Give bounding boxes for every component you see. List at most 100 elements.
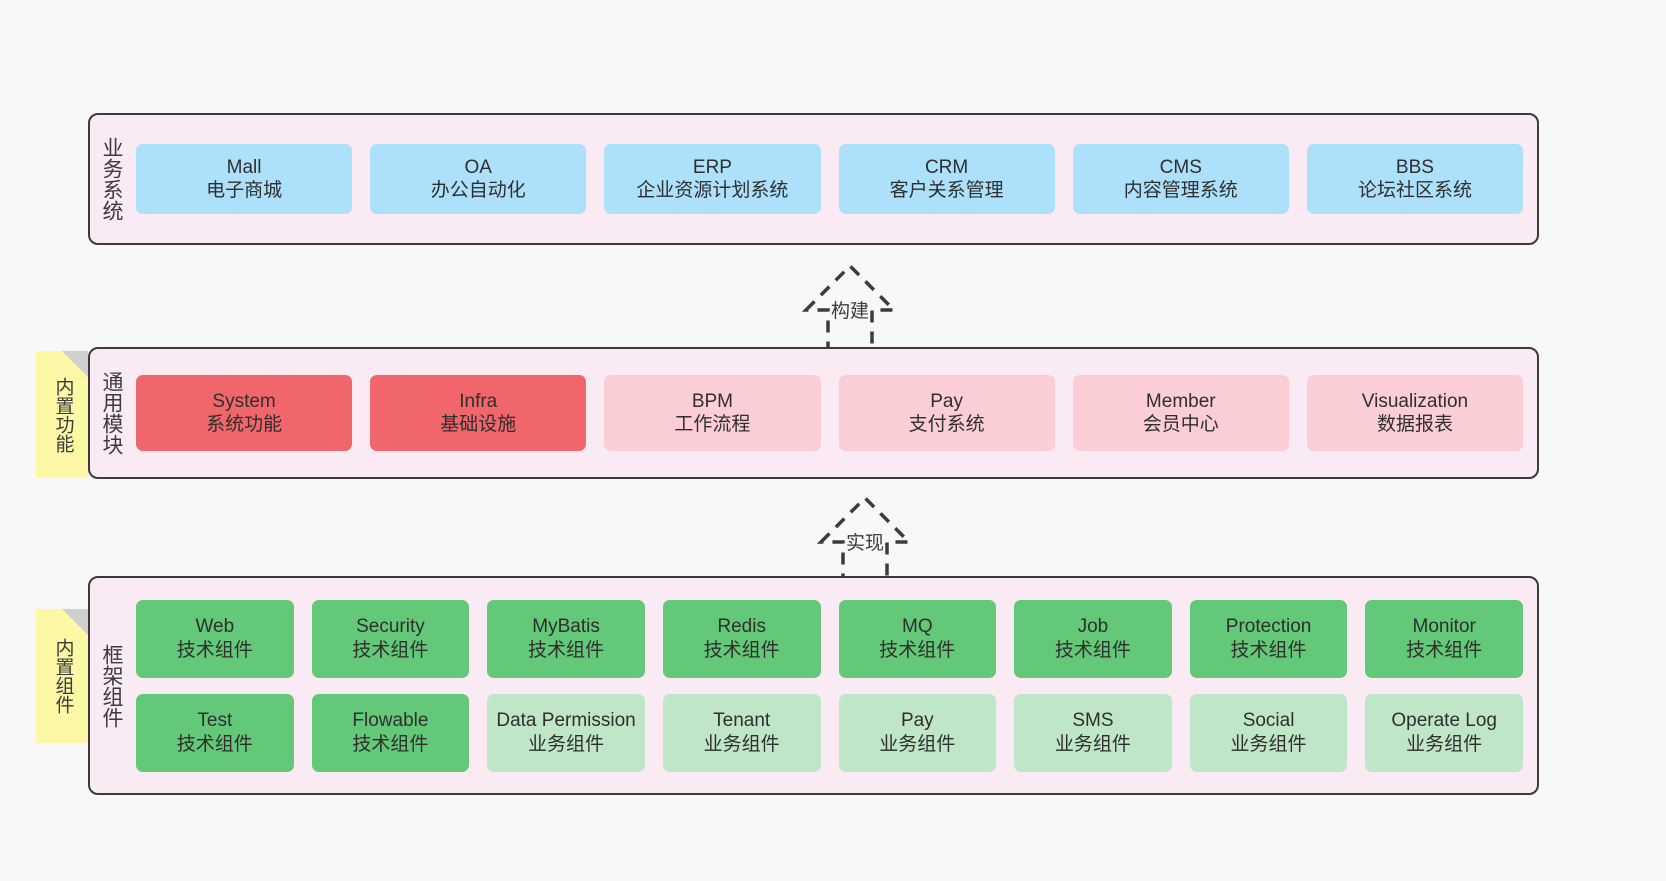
card-title: BBS (1395, 156, 1434, 178)
sticky-note-label: 内置功能 (52, 376, 74, 453)
dashed-up-arrow-icon (801, 263, 899, 354)
card-title: Data Permission (496, 710, 636, 732)
card-subtitle: 业务组件 (1406, 733, 1483, 755)
card-test[interactable]: Test 技术组件 (136, 693, 294, 772)
layer-title-business-system: 业务系统 (100, 137, 124, 221)
card-subtitle: 电子商城 (206, 180, 283, 201)
card-subtitle: 业务组件 (1054, 733, 1131, 755)
card-subtitle: 数据报表 (1376, 414, 1453, 435)
card-mall[interactable]: Mall 电子商城 (136, 144, 353, 214)
card-security[interactable]: Security 技术组件 (311, 599, 470, 678)
card-crm[interactable]: CRM 客户关系管理 (838, 144, 1055, 214)
card-title: Monitor (1412, 616, 1476, 638)
connector-label: 实现 (845, 533, 885, 554)
card-title: Pay (900, 710, 934, 732)
card-subtitle: 工作流程 (674, 414, 751, 435)
card-title: Web (195, 616, 235, 638)
card-row: Web 技术组件 Security 技术组件 MyBatis 技术组件 Redi… (136, 599, 1523, 678)
card-subtitle: 基础设施 (440, 414, 517, 435)
card-subtitle: 技术组件 (879, 639, 956, 661)
card-subtitle: 内容管理系统 (1123, 180, 1238, 201)
card-subtitle: 企业资源计划系统 (636, 180, 789, 201)
card-subtitle: 论坛社区系统 (1357, 180, 1472, 201)
card-visualization[interactable]: Visualization 数据报表 (1306, 375, 1524, 451)
card-data-permission[interactable]: Data Permission 业务组件 (487, 693, 645, 772)
dashed-up-arrow-icon (816, 495, 914, 586)
card-title: OA (464, 156, 492, 178)
card-title: CMS (1159, 156, 1202, 178)
card-title: CRM (924, 156, 969, 178)
card-title: Flowable (352, 710, 429, 732)
layer-title-common-module: 通用模块 (100, 371, 124, 455)
layer-body-business-system: Mall 电子商城 OA 办公自动化 ERP 企业资源计划系统 CRM 客户关系… (132, 115, 1537, 243)
card-subtitle: 技术组件 (176, 639, 253, 661)
card-title: Pay (930, 390, 963, 412)
connector-implement: 实现 (775, 490, 955, 590)
card-title: Infra (459, 390, 498, 412)
connector-build: 构建 (760, 258, 940, 358)
layer-common-module: 通用模块 System 系统功能 Infra 基础设施 BPM 工作流程 Pay… (88, 347, 1539, 479)
card-subtitle: 业务组件 (879, 733, 956, 755)
card-subtitle: 会员中心 (1142, 414, 1219, 435)
card-cms[interactable]: CMS 内容管理系统 (1072, 144, 1289, 214)
layer-framework-component: 框架组件 Web 技术组件 Security 技术组件 MyBatis 技术组件… (88, 576, 1539, 795)
connector-label: 构建 (830, 301, 870, 322)
sticky-note-builtin-function: 内置功能 (36, 351, 88, 478)
card-title: Social (1242, 710, 1295, 732)
layer-business-system: 业务系统 Mall 电子商城 OA 办公自动化 ERP 企业资源计划系统 CRM… (88, 113, 1539, 245)
card-job[interactable]: Job 技术组件 (1014, 599, 1172, 678)
card-title: MyBatis (532, 616, 600, 638)
card-subtitle: 业务组件 (703, 733, 780, 755)
card-subtitle: 业务组件 (528, 733, 605, 755)
card-subtitle: 业务组件 (1230, 733, 1307, 755)
card-title: Operate Log (1391, 710, 1497, 732)
folded-corner-icon (62, 609, 88, 635)
layer-title-framework-component: 框架组件 (100, 643, 124, 728)
card-title: BPM (691, 390, 734, 412)
folded-corner-icon (62, 351, 88, 377)
card-monitor[interactable]: Monitor 技术组件 (1365, 599, 1523, 678)
layer-body-common-module: System 系统功能 Infra 基础设施 BPM 工作流程 Pay 支付系统… (132, 349, 1537, 477)
card-subtitle: 技术组件 (1230, 639, 1307, 661)
card-member[interactable]: Member 会员中心 (1072, 375, 1289, 451)
card-redis[interactable]: Redis 技术组件 (662, 599, 821, 678)
card-sms[interactable]: SMS 业务组件 (1014, 693, 1172, 772)
card-title: Redis (717, 616, 766, 638)
card-operate-log[interactable]: Operate Log 业务组件 (1365, 693, 1523, 772)
card-subtitle: 技术组件 (352, 733, 429, 755)
card-tenant[interactable]: Tenant 业务组件 (662, 693, 821, 772)
card-oa[interactable]: OA 办公自动化 (370, 144, 587, 214)
card-title: Job (1077, 616, 1109, 638)
card-social[interactable]: Social 业务组件 (1189, 693, 1348, 772)
card-pay-component[interactable]: Pay 业务组件 (838, 693, 997, 772)
card-erp[interactable]: ERP 企业资源计划系统 (604, 144, 821, 214)
layer-body-framework-component: Web 技术组件 Security 技术组件 MyBatis 技术组件 Redi… (132, 578, 1537, 793)
card-row: Test 技术组件 Flowable 技术组件 Data Permission … (136, 693, 1523, 772)
card-system[interactable]: System 系统功能 (136, 375, 353, 451)
card-title: MQ (902, 616, 933, 638)
card-subtitle: 技术组件 (1054, 639, 1131, 661)
card-subtitle: 技术组件 (528, 639, 605, 661)
card-title: SMS (1072, 710, 1114, 732)
card-mybatis[interactable]: MyBatis 技术组件 (487, 599, 645, 678)
card-title: Tenant (713, 710, 771, 732)
card-flowable[interactable]: Flowable 技术组件 (311, 693, 470, 772)
card-subtitle: 系统功能 (206, 414, 283, 435)
card-title: ERP (692, 156, 732, 178)
card-title: Member (1145, 390, 1216, 412)
card-subtitle: 技术组件 (352, 639, 429, 661)
card-mq[interactable]: MQ 技术组件 (838, 599, 997, 678)
card-subtitle: 技术组件 (703, 639, 780, 661)
card-title: Visualization (1361, 390, 1469, 412)
card-web[interactable]: Web 技术组件 (136, 599, 294, 678)
card-pay[interactable]: Pay 支付系统 (838, 375, 1055, 451)
card-infra[interactable]: Infra 基础设施 (370, 375, 587, 451)
card-row: Mall 电子商城 OA 办公自动化 ERP 企业资源计划系统 CRM 客户关系… (136, 144, 1524, 214)
card-row: System 系统功能 Infra 基础设施 BPM 工作流程 Pay 支付系统… (136, 375, 1524, 451)
card-bpm[interactable]: BPM 工作流程 (604, 375, 821, 451)
card-bbs[interactable]: BBS 论坛社区系统 (1306, 144, 1524, 214)
card-title: Security (356, 616, 425, 638)
card-title: Mall (226, 156, 262, 178)
card-protection[interactable]: Protection 技术组件 (1189, 599, 1348, 678)
card-title: Test (197, 710, 233, 732)
